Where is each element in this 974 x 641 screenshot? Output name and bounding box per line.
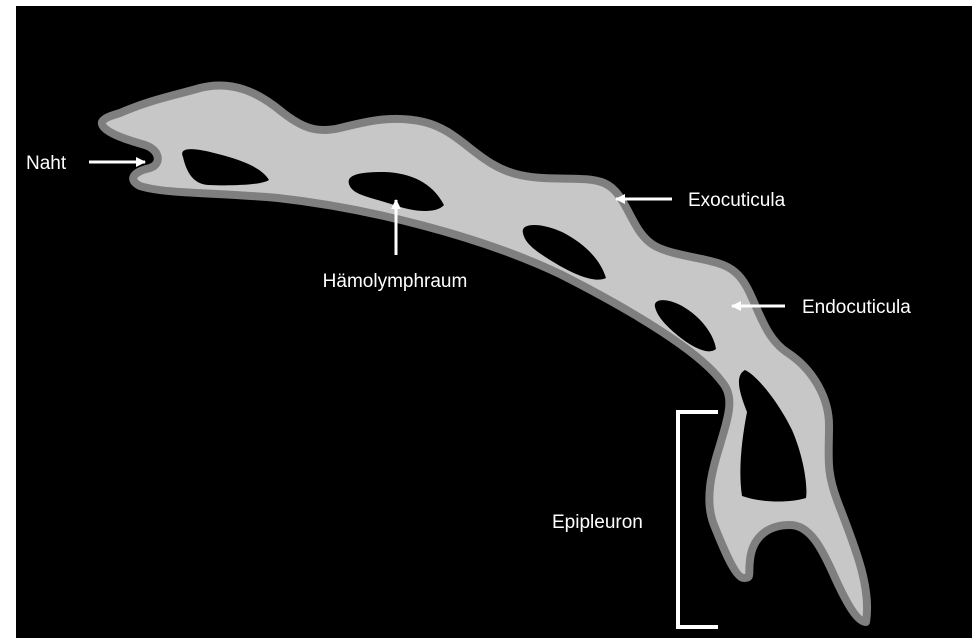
label-epipleuron: Epipleuron — [552, 512, 643, 533]
label-exocuticula: Exocuticula — [688, 190, 786, 211]
label-endocuticula: Endocuticula — [802, 297, 911, 318]
label-naht: Naht — [26, 153, 67, 174]
label-haemolymphraum: Hämolymphraum — [323, 271, 468, 292]
